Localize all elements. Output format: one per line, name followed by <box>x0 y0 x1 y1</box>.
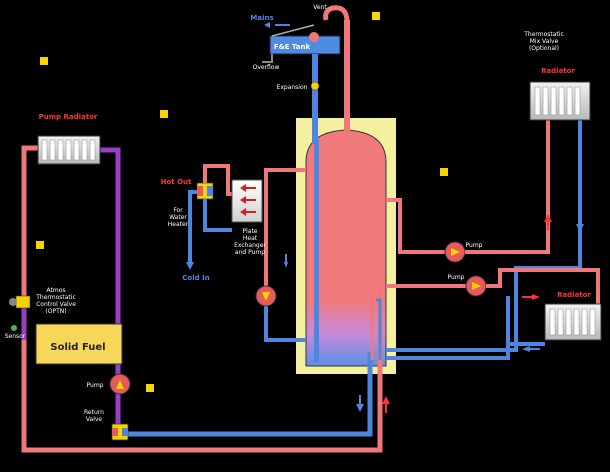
hot-out-label: Hot Out <box>161 178 192 186</box>
cold-return-loop <box>120 352 373 437</box>
hex-return-pipe <box>264 300 306 342</box>
overflow-label: Overflow <box>253 64 280 71</box>
expansion-pipe <box>312 54 318 144</box>
bottom-up-arrow <box>382 396 390 404</box>
hex-hot-pipe <box>264 168 306 294</box>
yellow-markers <box>36 12 448 392</box>
cold-in-label: Cold In <box>182 274 209 282</box>
radiator-top-down-arrow <box>576 224 584 232</box>
mains-label: Mains <box>250 14 273 22</box>
cold-feed-pipe <box>314 140 319 362</box>
vent-hook <box>323 5 350 23</box>
hot-out-pipe <box>203 164 232 196</box>
vent-label: Vent <box>313 4 327 11</box>
radiator-right <box>544 303 602 341</box>
pump-radiator <box>37 135 101 165</box>
solid-fuel-label: Solid Fuel <box>50 342 105 353</box>
pump-radiator-label: Pump Radiator <box>39 113 98 121</box>
cold-in-pipe <box>188 190 197 262</box>
radiator-top <box>529 81 591 121</box>
coil-pipes <box>368 290 374 360</box>
radiator-right-label: Radiator <box>557 291 591 299</box>
tank-float <box>309 32 319 42</box>
fe-tank-label: F&E Tank <box>274 43 311 51</box>
vent-pipe <box>344 20 350 132</box>
radiator-top-up-arrow <box>544 214 552 222</box>
pump-r1-label: Pump <box>466 242 483 249</box>
left-hot-loop <box>21 145 383 453</box>
expansion-valve <box>310 81 320 91</box>
right-upper-hot <box>386 198 448 254</box>
atmos-valve <box>9 295 31 331</box>
expansion-label: Expansion <box>277 84 308 91</box>
sensor-label: Sensor <box>5 333 26 340</box>
hex-cold-pipe <box>203 199 232 232</box>
solid-fuel-boiler <box>35 323 123 365</box>
fe-tank <box>269 35 341 55</box>
water-heater-valve <box>196 182 214 200</box>
radiator-top-label: Radiator <box>541 67 575 75</box>
pump-r2-label: Pump <box>448 274 465 281</box>
bottom-down-arrow <box>356 404 364 412</box>
hot-water-cylinder <box>305 129 387 367</box>
pump-left-label: Pump <box>87 382 104 389</box>
return-valve <box>111 423 129 441</box>
right-lower-cold <box>386 296 545 360</box>
